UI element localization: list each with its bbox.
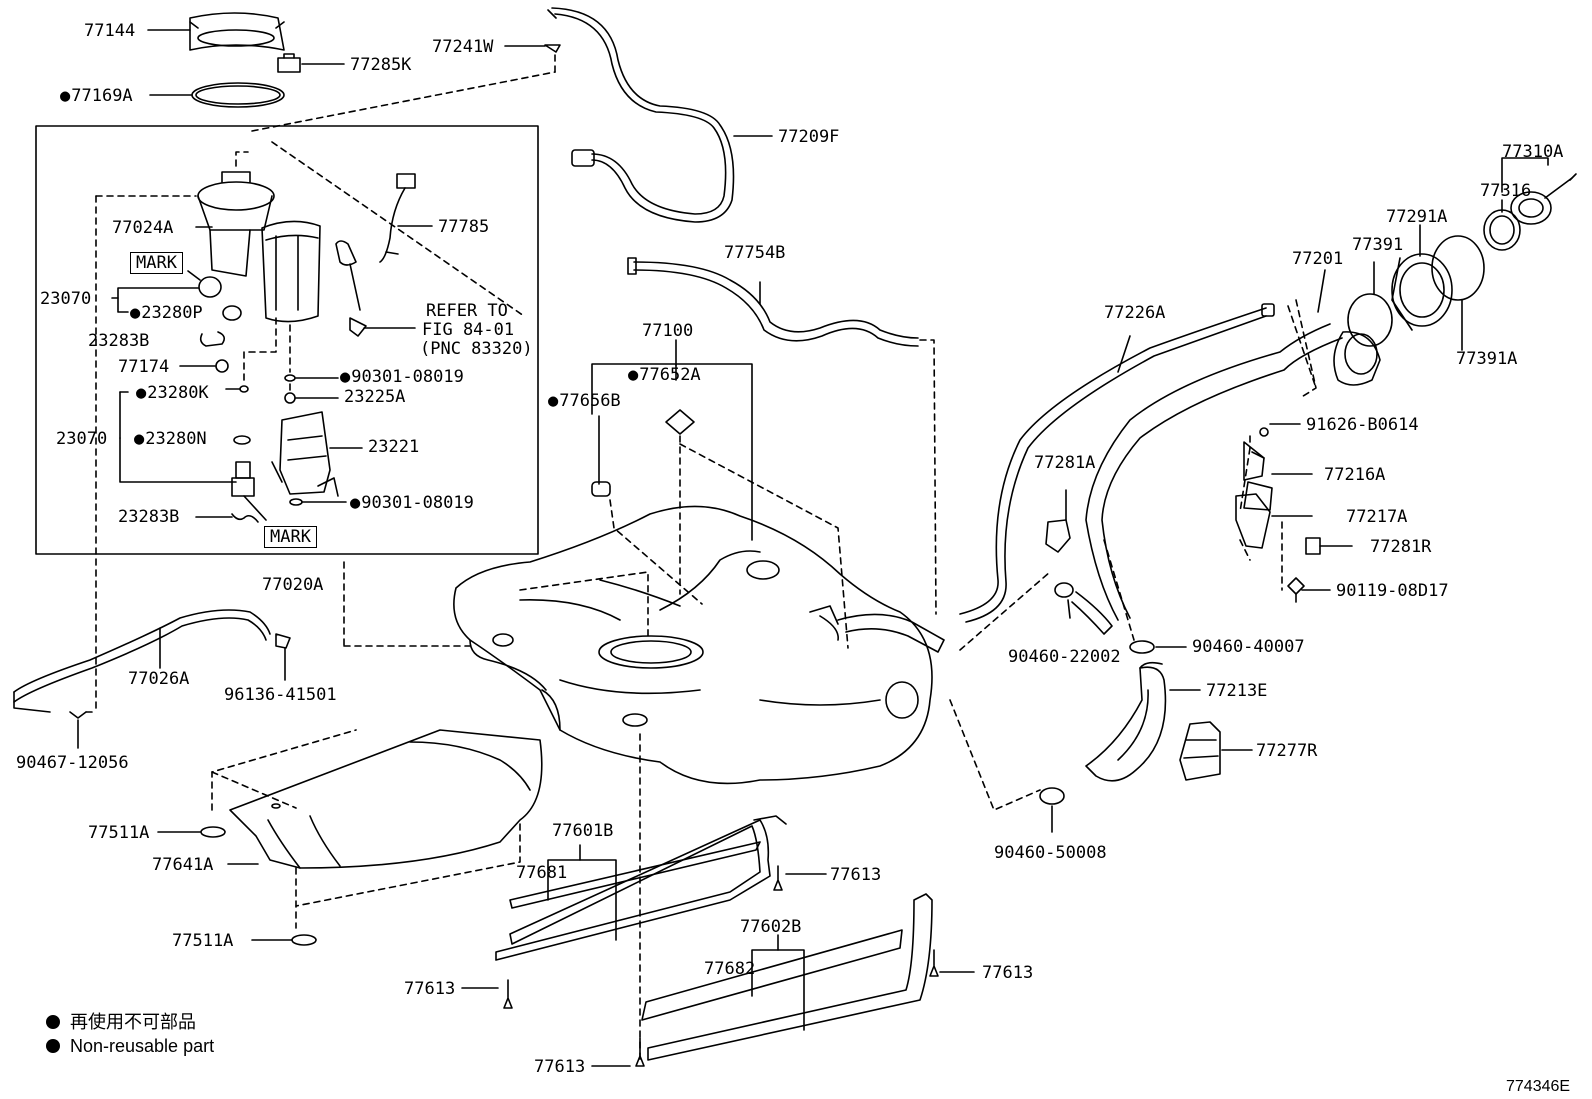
label-77291A: 77291A xyxy=(1386,207,1448,227)
label-77613-c: 77613 xyxy=(404,979,456,999)
label-77641A: 77641A xyxy=(152,855,214,875)
label-77226A: 77226A xyxy=(1104,303,1166,323)
label-90460-40007: 90460-40007 xyxy=(1192,637,1305,657)
label-77682: 77682 xyxy=(704,959,756,979)
label-77216A: 77216A xyxy=(1324,465,1386,485)
label-23221: 23221 xyxy=(368,437,420,457)
figure-reference: 774346E xyxy=(1506,1078,1571,1095)
label-90467-12056: 90467-12056 xyxy=(16,753,129,773)
gasket-77169A xyxy=(191,82,285,108)
label-77277R: 77277R xyxy=(1256,741,1318,761)
label-23280N: 23280N xyxy=(134,430,206,448)
label-77281A: 77281A xyxy=(1034,453,1096,473)
label-91626-B0614: 91626-B0614 xyxy=(1306,415,1419,435)
label-77020A: 77020A xyxy=(262,575,324,595)
label-77391: 77391 xyxy=(1352,235,1404,255)
strap-77602B xyxy=(641,893,933,1061)
label-77213E: 77213E xyxy=(1206,681,1268,701)
label-77217A: 77217A xyxy=(1346,507,1408,527)
label-77144: 77144 xyxy=(84,21,136,41)
label-77613-b: 77613 xyxy=(982,963,1034,983)
label-77601B: 77601B xyxy=(552,821,614,841)
label-77613-d: 77613 xyxy=(534,1057,586,1077)
legend-en: Non-reusable part xyxy=(46,1036,214,1057)
pump-top-cap xyxy=(197,171,275,277)
label-77285K: 77285K xyxy=(350,55,412,75)
label-77316: 77316 xyxy=(1480,181,1532,201)
refer-line-1: REFER TO xyxy=(426,301,508,321)
pump-canister xyxy=(261,220,321,323)
label-77026A: 77026A xyxy=(128,669,190,689)
label-77602B: 77602B xyxy=(740,917,802,937)
filler-neck-77201 xyxy=(1333,331,1381,386)
suction-filter-23221 xyxy=(271,411,339,497)
regulator xyxy=(198,276,222,298)
label-77241W: 77241W xyxy=(432,37,494,57)
tank-protector xyxy=(229,729,543,869)
strap-77601B xyxy=(495,815,787,961)
label-90460-22002: 90460-22002 xyxy=(1008,647,1121,667)
label-90119-08D17: 90119-08D17 xyxy=(1336,581,1449,601)
label-77511A-b: 77511A xyxy=(172,931,234,951)
label-77613-a: 77613 xyxy=(830,865,882,885)
label-77391A: 77391A xyxy=(1456,349,1518,369)
label-77281R: 77281R xyxy=(1370,537,1432,557)
label-96136-41501: 96136-41501 xyxy=(224,685,337,705)
label-90301-08019-b: 90301-08019 xyxy=(350,494,474,512)
legend-en-text: Non-reusable part xyxy=(70,1036,215,1056)
label-77785: 77785 xyxy=(438,217,490,237)
label-23283B-a: 23283B xyxy=(88,331,150,351)
fuel-pump-module-box xyxy=(35,125,539,555)
label-77174: 77174 xyxy=(118,357,170,377)
label-23280K: 23280K xyxy=(136,384,208,402)
label-77310A: 77310A xyxy=(1502,142,1564,162)
label-23070-a: 23070 xyxy=(40,289,92,309)
label-77656B: 77656B xyxy=(548,392,620,410)
label-23283B-b: 23283B xyxy=(118,507,180,527)
legend-jp-text: 再使用不可部品 xyxy=(70,1012,196,1032)
label-77652A: 77652A xyxy=(628,366,700,384)
sender-float xyxy=(335,240,367,337)
label-77024A: 77024A xyxy=(112,218,174,238)
gasket-77391A xyxy=(1431,235,1485,301)
label-23070-b: 23070 xyxy=(56,429,108,449)
housing-77291A xyxy=(1391,253,1453,331)
pump-23070 xyxy=(231,461,267,521)
label-77681: 77681 xyxy=(516,863,568,883)
label-77511A-a: 77511A xyxy=(88,823,150,843)
label-90301-08019-a: 90301-08019 xyxy=(340,368,464,386)
refer-line-3: (PNC 83320) xyxy=(420,339,533,359)
gasket-77391 xyxy=(1347,293,1393,347)
non-reusable-bullet-icon xyxy=(46,1039,60,1053)
connector-clip-77285K xyxy=(277,53,301,73)
refer-line-2: FIG 84-01 xyxy=(422,320,515,340)
legend-jp: 再使用不可部品 xyxy=(46,1008,196,1034)
label-77201: 77201 xyxy=(1292,249,1344,269)
label-77100: 77100 xyxy=(642,321,694,341)
sender-wire-77785 xyxy=(379,173,416,263)
retainer-ring-77144 xyxy=(189,12,285,51)
mark-label-2: MARK xyxy=(264,526,317,548)
label-90460-50008: 90460-50008 xyxy=(994,843,1107,863)
fuel-cap-77310A xyxy=(1510,173,1577,225)
non-reusable-bullet-icon xyxy=(46,1015,60,1029)
label-77169A: 77169A xyxy=(60,87,132,105)
label-77754B: 77754B xyxy=(724,243,786,263)
mark-label-1: MARK xyxy=(130,252,183,274)
label-77209F: 77209F xyxy=(778,127,840,147)
fuel-tank xyxy=(453,505,933,785)
ring-77316 xyxy=(1483,209,1521,251)
label-23225A: 23225A xyxy=(344,387,406,407)
label-23280P: 23280P xyxy=(130,304,202,322)
